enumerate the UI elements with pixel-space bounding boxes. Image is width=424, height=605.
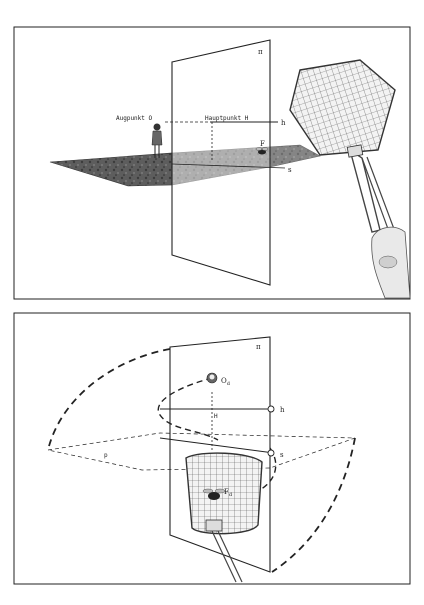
trace-label: s bbox=[288, 166, 292, 174]
rotation-arc-eye bbox=[157, 377, 219, 441]
picture-plane bbox=[171, 39, 271, 286]
trace-line bbox=[159, 437, 275, 454]
rotation-arc-top bbox=[47, 348, 171, 451]
observer-figure bbox=[151, 123, 163, 158]
fly-swatter bbox=[289, 59, 401, 249]
trace-line bbox=[171, 163, 286, 169]
observer-rotated bbox=[206, 372, 218, 384]
picture-plane bbox=[169, 336, 271, 573]
horizon-label: h bbox=[280, 406, 285, 414]
hauptpunkt-label: Hauptpunkt H bbox=[205, 115, 249, 122]
trace-label: s bbox=[280, 451, 284, 459]
panel-top: π Augpunkt O Hauptpunkt H h s F bbox=[13, 26, 411, 300]
od-subscript: d bbox=[227, 381, 231, 387]
fly-subscript: d bbox=[229, 492, 233, 498]
pi-label: π bbox=[258, 48, 263, 56]
od-label: Od bbox=[221, 377, 231, 387]
hinge-marker-s bbox=[267, 449, 275, 457]
ground-label: p bbox=[104, 452, 108, 459]
fly-icon bbox=[202, 488, 226, 500]
hand bbox=[371, 226, 411, 299]
hauptpunkt-label: H bbox=[214, 413, 218, 420]
fly-label: Fd bbox=[224, 488, 233, 498]
fly-letter: F bbox=[224, 488, 229, 496]
panel-bottom: π Od h H s p Fd bbox=[13, 312, 411, 585]
od-letter: O bbox=[221, 377, 227, 385]
pi-label: π bbox=[256, 343, 261, 351]
rotation-arc-right bbox=[271, 437, 356, 573]
hinge-marker-h bbox=[267, 405, 275, 413]
fly-icon bbox=[255, 147, 269, 155]
fly-swatter bbox=[185, 452, 263, 583]
ground-plane-dashed bbox=[47, 432, 356, 471]
rotation-arc-fly bbox=[231, 447, 277, 499]
horizon-label: h bbox=[281, 119, 286, 127]
augpunkt-label: Augpunkt O bbox=[116, 115, 153, 122]
fly-label: F bbox=[260, 140, 265, 148]
